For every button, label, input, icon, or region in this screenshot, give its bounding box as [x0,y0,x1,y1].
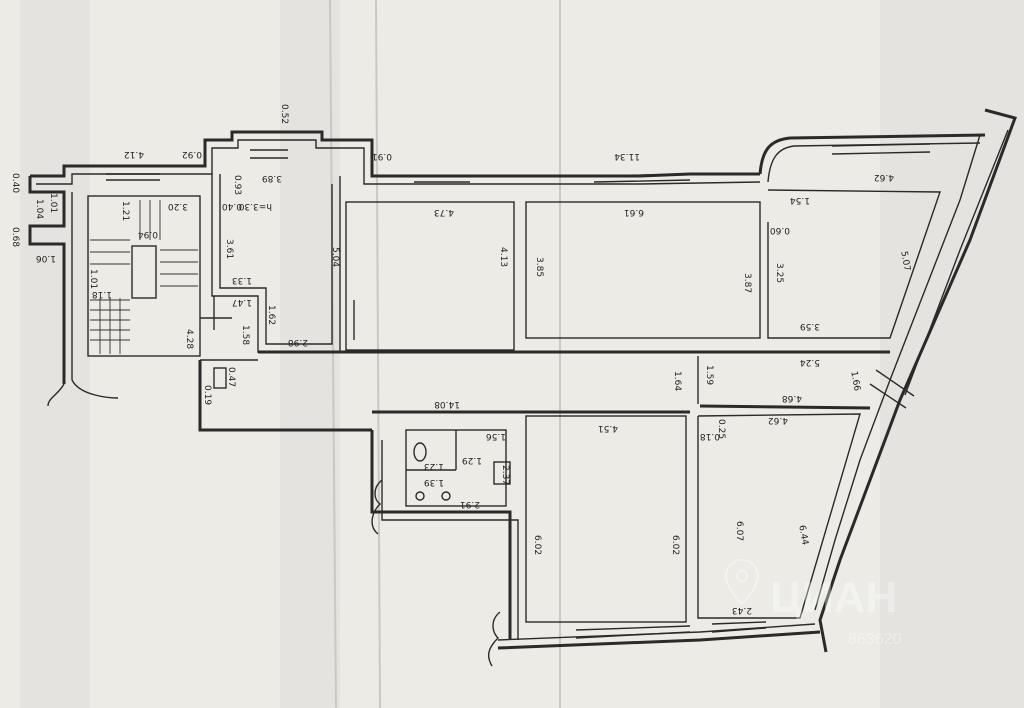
break-marks [47,369,915,667]
dim-label: 0.40 [10,173,20,193]
dim-label: 5.07 [898,250,911,271]
windows [106,143,931,639]
paper-shadow [880,0,1024,708]
dim-label: 2.98 [288,337,308,347]
dim-label: 1.23 [424,461,444,471]
dim-label: 1.01 [88,269,98,289]
dim-label: 3.59 [800,321,820,331]
watermark: ЦИАН 863620 [724,558,901,648]
toilet [413,442,427,462]
dim-label: 11.34 [614,151,640,161]
dim-label: h=3.30 [238,201,272,211]
dim-label: 0.68 [10,227,20,247]
dim-label: 6.44 [796,524,809,546]
watermark-brand: ЦИАН [770,573,897,622]
dim-label: 0.94 [138,229,158,239]
dim-label: 4.28 [184,329,194,349]
room-a [345,201,515,351]
dim-label: 1.47 [232,297,252,307]
dim-label: 1.54 [790,195,810,205]
dim-label: 6.02 [670,535,680,555]
location-pin-icon [724,558,760,606]
dim-label: 5.04 [330,247,340,267]
dim-label: 6.61 [624,207,644,217]
dim-label: 4.13 [498,247,508,267]
room-b [525,201,761,339]
dim-label: 1.66 [848,370,861,392]
dim-label: 2.37 [500,465,510,485]
dim-label: 0.60 [770,225,790,235]
dim-label: 3.87 [742,273,752,293]
dim-label: 1.56 [486,431,506,441]
dim-label: 0.47 [226,367,236,387]
dim-label: 1.18 [92,289,112,299]
dim-label: 4.51 [598,423,618,433]
dim-label: 4.68 [782,393,802,403]
dim-label: 4.12 [124,149,144,159]
dim-label: 0.91 [372,151,392,161]
dim-label: 1.62 [266,305,276,325]
dim-label: 2.43 [732,605,752,615]
dim-label: 0.25 [716,419,726,439]
dim-label: 1.29 [462,455,482,465]
paper-fold [329,0,337,708]
dim-label: 3.25 [774,263,784,283]
stair-block [87,195,201,357]
dim-label: 0.19 [202,385,212,405]
dim-label: 3.85 [534,257,544,277]
watermark-code: 863620 [848,631,901,648]
dim-label: 1.21 [120,201,130,221]
dim-label: 6.02 [532,535,542,555]
dim-label: 1.04 [34,199,44,219]
dim-label: 1.01 [48,193,58,213]
dim-label: 0.92 [182,149,202,159]
room-c [525,415,687,623]
dim-label: 0.93 [232,175,242,195]
dim-label: 1.06 [36,253,56,263]
dim-label: 14.08 [434,399,460,409]
dim-label: 1.59 [704,365,714,385]
dim-label: 2.91 [460,499,480,509]
stair-well [131,245,157,299]
dim-label: 1.39 [424,477,444,487]
dim-label: 4.62 [874,172,894,182]
paper-shadow [20,0,90,708]
dim-label: 3.89 [262,173,282,183]
dim-label: 1.58 [240,325,250,345]
paper-fold [375,0,381,708]
dim-label: 1.64 [672,371,682,391]
dim-label: 5.24 [800,357,820,367]
stair-treads [90,200,198,354]
dim-label: 1.33 [232,275,252,285]
dim-label: 4.62 [768,415,788,425]
interior-walls [87,174,941,623]
dim-label: 0.18 [700,431,720,441]
dim-label: 4.73 [434,207,454,217]
dim-label: 3.20 [168,201,188,211]
dim-label: 6.07 [734,521,744,541]
dim-label: 0.52 [279,104,289,124]
dim-label: 3.61 [224,239,234,259]
dim-label: 0.40 [222,201,242,211]
dimension-labels: 4.12 0.92 0.52 0.91 11.34 4.62 0.40 1.04… [10,104,912,615]
